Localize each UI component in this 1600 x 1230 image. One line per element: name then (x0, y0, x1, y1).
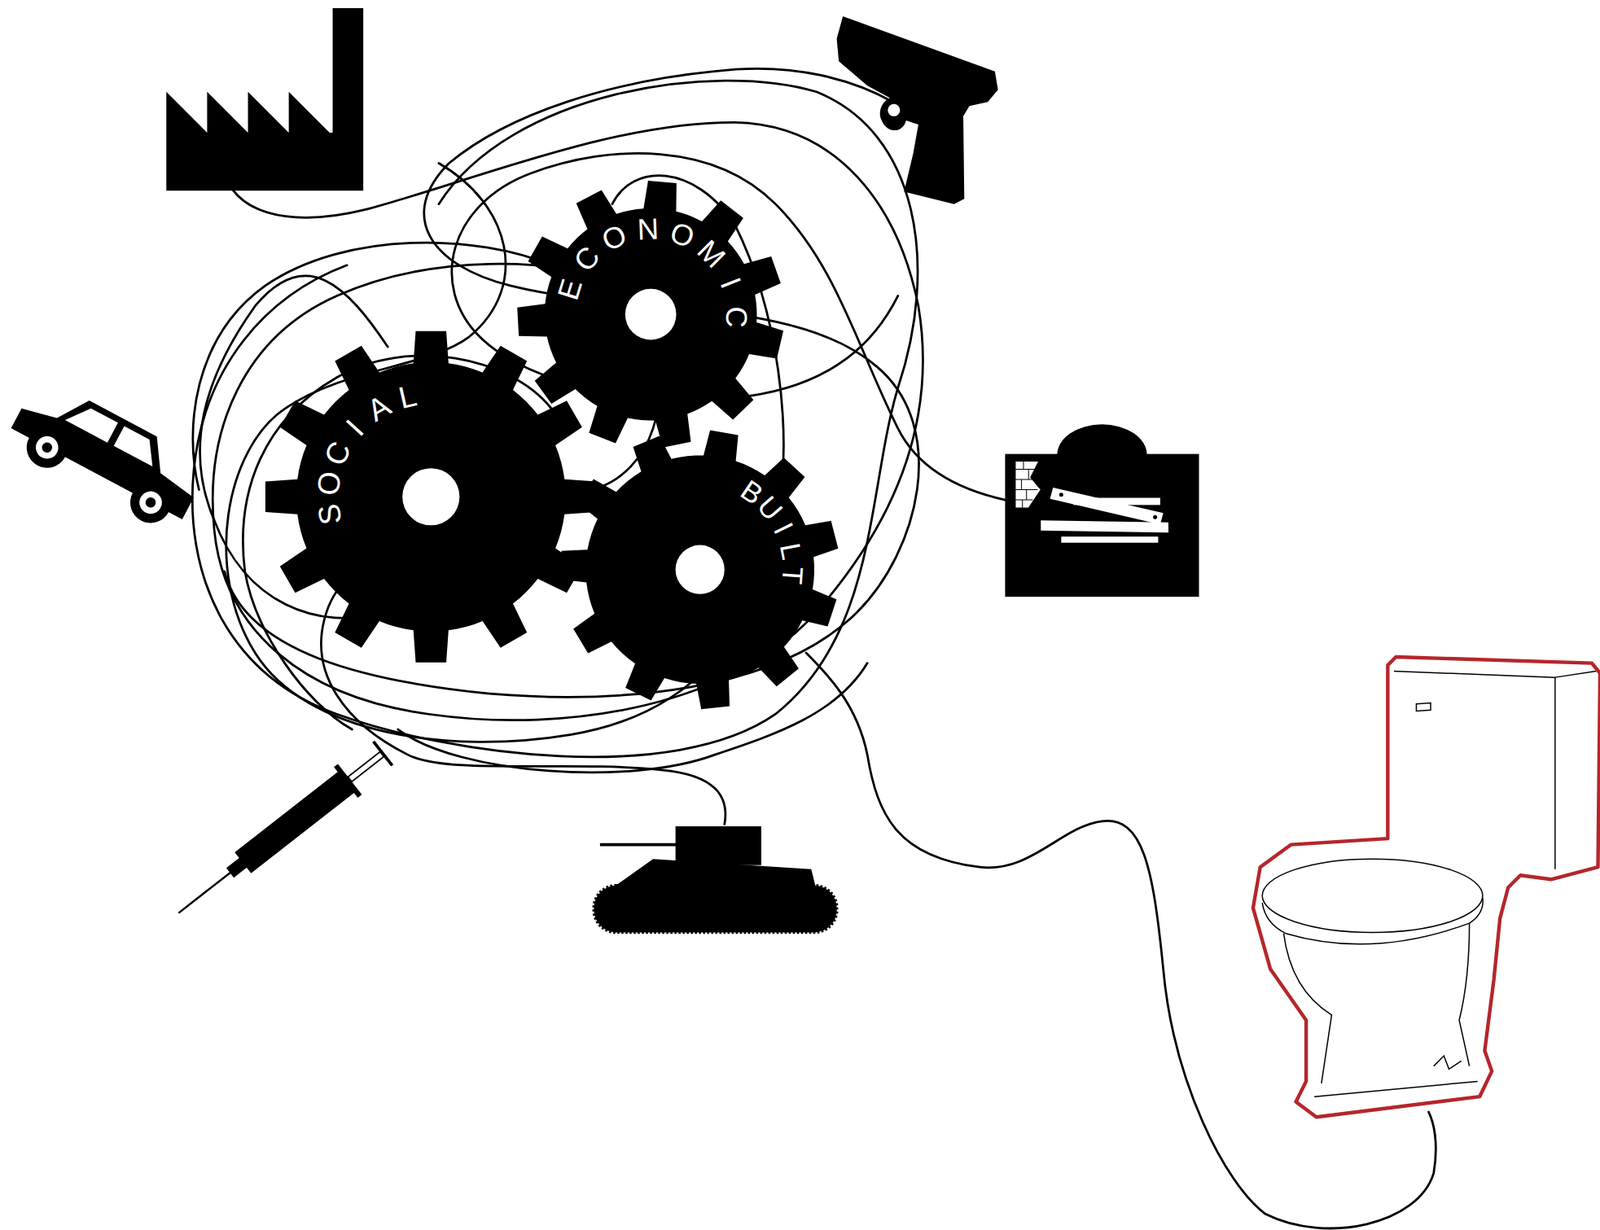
tank-icon (593, 826, 837, 933)
car-window (113, 425, 164, 467)
gear-hole (402, 468, 460, 526)
toilet-handle (1415, 702, 1431, 711)
wire (212, 122, 923, 720)
toilet-seat-edge (1262, 898, 1483, 945)
gear-letter: I (341, 415, 370, 443)
gear-node: BUILT (560, 429, 840, 710)
gear-letter: O (312, 469, 347, 498)
car-window (65, 400, 119, 443)
gear-letter: L (775, 541, 807, 563)
gear-letter: O (597, 219, 632, 257)
toilet-seat (1262, 859, 1483, 933)
plank (1060, 536, 1158, 544)
gear-hole (675, 544, 725, 594)
toilet-crack (1433, 1056, 1462, 1070)
car-wheel-rim (135, 487, 166, 518)
car-wheel (19, 420, 75, 476)
car-wheel-hub (144, 495, 158, 510)
toilet-tank-line (1393, 671, 1596, 870)
gear-letter: E (552, 276, 588, 304)
tank-turret (675, 826, 762, 866)
toilet-bowl-line (1459, 923, 1470, 1066)
gear-label: SOCIAL (264, 330, 598, 664)
gear-node: SOCIAL (264, 330, 598, 664)
gear-letter: S (313, 501, 347, 527)
syringe-barrel (234, 771, 356, 874)
toilet-bowl-line (1284, 933, 1333, 1084)
gear-label: BUILT (560, 429, 840, 710)
toilet-base-line (1314, 1081, 1478, 1097)
plank (1050, 487, 1164, 525)
wire-tangle (192, 68, 1436, 1229)
plank (1073, 498, 1161, 506)
factory-icon (166, 8, 364, 191)
nail (1059, 492, 1064, 497)
gear-letter: O (666, 217, 699, 254)
tank-tracks (593, 885, 837, 934)
illustration-group (1, 8, 1600, 1229)
tank-barrel (600, 843, 682, 847)
brick-patch (1015, 460, 1041, 509)
building-icon (1004, 424, 1199, 597)
nail (1152, 515, 1158, 520)
gear-letter: A (362, 390, 396, 428)
gear-letter: I (714, 273, 746, 293)
toilet-icon (1253, 657, 1600, 1118)
gear-hole (625, 289, 677, 341)
car-wheel-rim (31, 432, 62, 463)
syringe-plunger (347, 751, 384, 782)
gear-letter: T (777, 565, 808, 586)
gear-letter: C (568, 241, 605, 278)
plank (1040, 520, 1169, 533)
car-wheel (122, 474, 179, 531)
gun-shape (837, 16, 999, 205)
building-block (1004, 454, 1199, 597)
gear-shape (264, 330, 598, 664)
gear-letter: I (768, 518, 798, 539)
toilet-outline (1253, 657, 1600, 1118)
building-dome (1056, 424, 1147, 456)
gear-letter: C (720, 306, 751, 329)
car-body (11, 374, 212, 520)
gun-icon (837, 16, 999, 205)
toilet-details (1262, 671, 1596, 1098)
gear-letter: C (319, 438, 357, 471)
gear-body (264, 331, 597, 663)
gear-letter: N (636, 214, 660, 245)
gear-body (560, 429, 838, 710)
car-icon (1, 374, 211, 538)
syringe-needle (178, 872, 232, 914)
car-wheel-hub (39, 440, 54, 455)
trigger-guard (887, 104, 900, 117)
syringe-icon (166, 738, 395, 929)
gear-letter: M (691, 235, 730, 274)
gear-letter: L (395, 381, 420, 415)
